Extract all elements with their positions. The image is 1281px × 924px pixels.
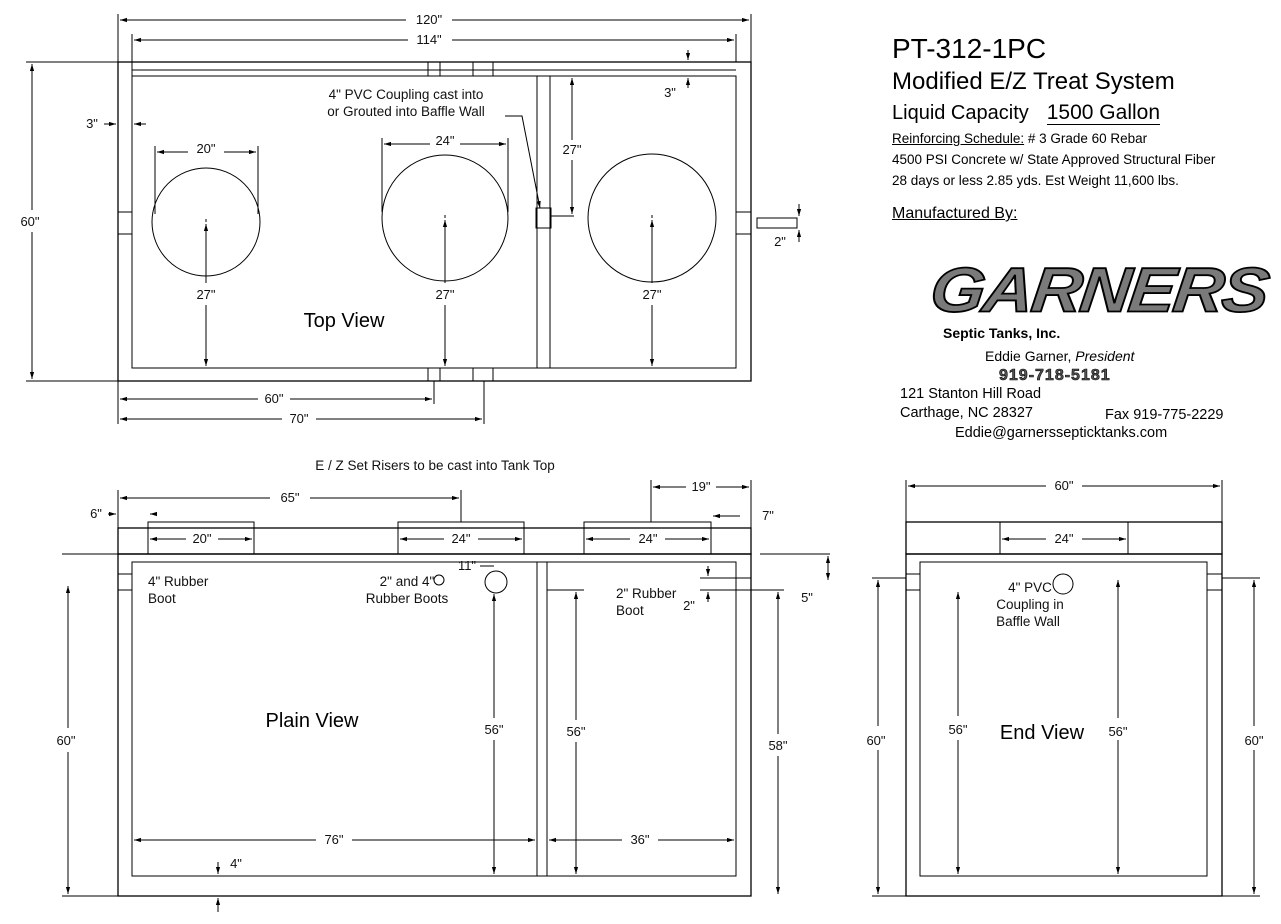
boot-2in	[433, 574, 445, 586]
dim-r1-depth: 27"	[196, 287, 215, 302]
end-note-1: 4" PVC	[1008, 580, 1052, 595]
dim-to-70: 70"	[289, 411, 308, 426]
address-line-1: 121 Stanton Hill Road	[900, 386, 1042, 402]
dim-2: 2"	[683, 598, 695, 613]
capacity-label: Liquid Capacity	[892, 102, 1029, 124]
dim-end-width: 60"	[1054, 478, 1073, 493]
dim-r3-depth: 27"	[642, 287, 661, 302]
risers-heading: E / Z Set Risers to be cast into Tank To…	[315, 458, 555, 473]
dim-end-h56-left: 56"	[948, 722, 967, 737]
dim-riser-24b-plain: 24"	[638, 531, 657, 546]
plain-baffle	[536, 561, 548, 877]
concrete-spec: 4500 PSI Concrete w/ State Approved Stru…	[892, 152, 1216, 167]
coupling-note-1: 4" PVC Coupling cast into	[329, 87, 484, 102]
end-note-2: Coupling in	[996, 597, 1064, 612]
top-view: 120" 114" 60" 3" 3" 20" 24"	[20, 12, 802, 426]
dim-end-h-right: 60"	[1244, 733, 1263, 748]
dim-end-riser: 24"	[1054, 531, 1073, 546]
boot-4in	[484, 570, 508, 594]
end-view-label: End View	[1000, 722, 1085, 744]
dim-5: 5"	[801, 590, 813, 605]
baffle-wall	[536, 75, 551, 369]
boot-left-note-1: 4" Rubber	[148, 574, 209, 589]
end-body	[905, 553, 1223, 897]
address-line-2: Carthage, NC 28327	[900, 405, 1033, 421]
company-fax: Fax 919-775-2229	[1105, 407, 1224, 423]
boot-right-note-1: 2" Rubber	[616, 586, 677, 601]
model-number: PT-312-1PC	[892, 33, 1047, 64]
company-phone: 919-718-5181	[999, 367, 1111, 385]
dim-h58: 58"	[768, 738, 787, 753]
end-view: 60" 24" 60" 56" 56" 60" 4" PVC Coupling …	[866, 478, 1264, 897]
dim-riser-24a-plain: 24"	[451, 531, 470, 546]
dim-inner-length: 114"	[416, 32, 442, 47]
pvc-coupling	[535, 207, 552, 229]
dim-end-h-left: 60"	[866, 733, 885, 748]
dim-h56a: 56"	[484, 722, 503, 737]
top-view-label: Top View	[304, 310, 385, 332]
capacity-line: Liquid Capacity 1500 Gallon	[892, 98, 1272, 128]
company-email: Eddie@garnerssepticktanks.com	[955, 425, 1168, 441]
dim-riser-20-plain: 20"	[192, 531, 211, 546]
president-name: Eddie Garner,	[985, 348, 1076, 364]
dim-to-60: 60"	[264, 391, 283, 406]
dim-end-h56-right: 56"	[1108, 724, 1127, 739]
company-subtitle: Septic Tanks, Inc.	[943, 325, 1061, 341]
manufactured-by: Manufactured By:	[892, 205, 1018, 222]
dim-h56b: 56"	[566, 724, 585, 739]
president-line: Eddie Garner, President	[985, 348, 1134, 364]
dim-6: 6"	[90, 506, 102, 521]
dim-outlet: 2"	[774, 234, 786, 249]
reinforcing-line: Reinforcing Schedule: # 3 Grade 60 Rebar	[892, 128, 1272, 149]
boot-left-note-2: Boot	[148, 591, 176, 606]
title-block: PT-312-1PC Modified E/Z Treat System Liq…	[892, 32, 1272, 223]
tank-body	[117, 553, 752, 897]
cure-spec: 28 days or less 2.85 yds. Est Weight 11,…	[892, 173, 1179, 188]
plain-view-label: Plain View	[265, 710, 359, 732]
boots-mid-note-2: Rubber Boots	[366, 591, 449, 606]
end-coupling	[1052, 573, 1074, 595]
company-logo-block: GARNERS Septic Tanks, Inc. Eddie Garner,…	[893, 250, 1272, 450]
dim-7: 7"	[762, 508, 774, 523]
dim-65: 65"	[280, 490, 299, 505]
dim-11: 11"	[458, 558, 476, 573]
dim-riser-20: 20"	[196, 141, 215, 156]
dim-36: 36"	[630, 832, 649, 847]
coupling-note-2: or Grouted into Baffle Wall	[327, 104, 485, 119]
dim-r2-depth: 27"	[435, 287, 454, 302]
dim-wall-left: 3"	[86, 116, 98, 131]
president-title: President	[1075, 348, 1135, 364]
dim-baffle: 27"	[562, 142, 581, 157]
dim-19: 19"	[691, 479, 710, 494]
dim-height: 60"	[20, 214, 39, 229]
dim-4: 4"	[230, 856, 242, 871]
company-logo: GARNERS	[926, 254, 1272, 326]
capacity-value: 1500 Gallon	[1046, 101, 1161, 125]
dim-overall-length: 120"	[416, 12, 443, 27]
end-note-3: Baffle Wall	[996, 614, 1060, 629]
dim-h60: 60"	[56, 733, 75, 748]
boot-right-note-2: Boot	[616, 603, 644, 618]
plain-view: E / Z Set Risers to be cast into Tank To…	[56, 458, 831, 912]
system-name: Modified E/Z Treat System	[892, 68, 1175, 95]
boots-mid-note-1: 2" and 4"	[380, 574, 435, 589]
reinforcing-label: Reinforcing Schedule:	[892, 131, 1025, 146]
outlet-stub	[735, 211, 752, 235]
dim-wall-right: 3"	[664, 85, 676, 100]
dim-76: 76"	[324, 832, 343, 847]
reinforcing-value: # 3 Grade 60 Rebar	[1024, 131, 1148, 146]
tank-inner-wall	[131, 75, 737, 369]
inlet-stub	[117, 211, 133, 235]
dim-riser-24: 24"	[435, 133, 454, 148]
